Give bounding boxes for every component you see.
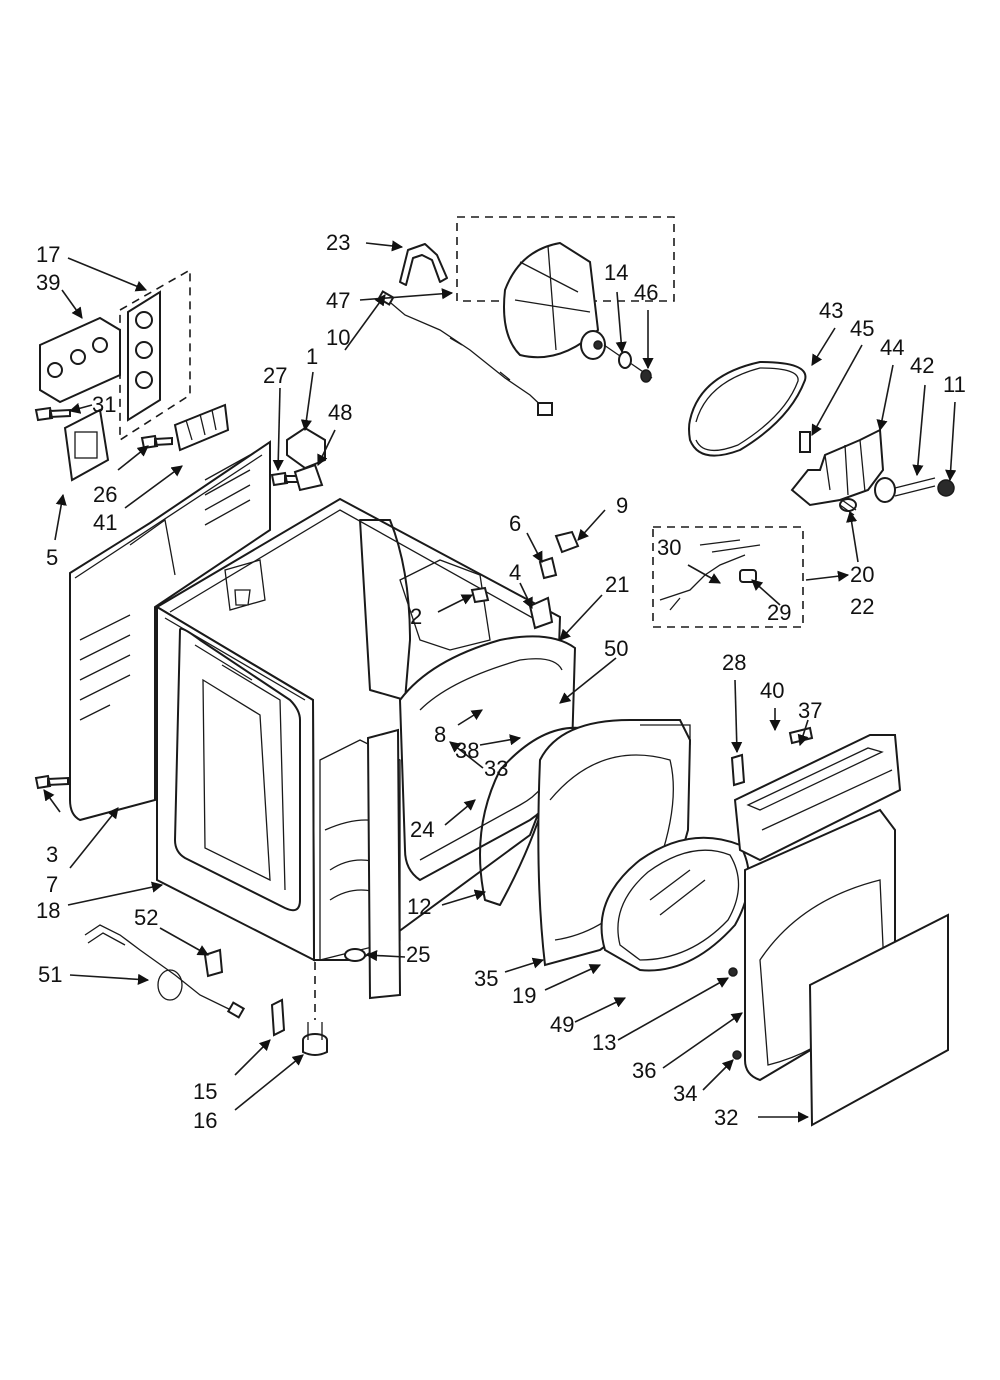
callout-25: 25: [406, 942, 430, 967]
callout-30: 30: [657, 535, 681, 560]
callout-35: 35: [474, 966, 498, 991]
callout-21: 21: [605, 572, 629, 597]
thermistor-bracket: [739, 569, 757, 583]
callout-51: 51: [38, 962, 62, 987]
callout-41: 41: [93, 510, 117, 535]
callout-8: 8: [434, 722, 446, 747]
screw-3: [34, 774, 69, 790]
callout-6: 6: [509, 511, 521, 536]
callout-45: 45: [850, 316, 874, 341]
part-drawings: [34, 216, 955, 1127]
callout-27: 27: [263, 363, 287, 388]
callout-52: 52: [134, 905, 158, 930]
harness-kit-boundary: [652, 526, 804, 628]
callout-29: 29: [767, 600, 791, 625]
callout-18: 18: [36, 898, 60, 923]
front-panel: [537, 719, 692, 967]
callout-22: 22: [850, 594, 874, 619]
control-console: [733, 734, 902, 862]
screw-27: [270, 471, 299, 487]
door-outer: [808, 913, 949, 1127]
motor-washer: [618, 351, 632, 369]
callout-49: 49: [550, 1012, 574, 1037]
callout-47: 47: [326, 288, 350, 313]
callout-42: 42: [910, 353, 934, 378]
callout-4: 4: [509, 560, 521, 585]
callout-28: 28: [722, 650, 746, 675]
callout-31: 31: [92, 392, 116, 417]
screw-26: [140, 434, 173, 450]
part-34: [732, 1050, 742, 1060]
front-post: [366, 728, 402, 1000]
callout-1: 1: [306, 344, 318, 369]
callout-3: 3: [46, 842, 58, 867]
callout-13: 13: [592, 1030, 616, 1055]
callout-2: 2: [410, 604, 422, 629]
callout-9: 9: [616, 493, 628, 518]
part-9: [554, 530, 580, 554]
callout-14: 14: [604, 260, 628, 285]
screw-31: [34, 406, 71, 422]
callout-labels: 1 2 3 4 5 6 7 8 9 10 11 12 13 14 15 16 1…: [36, 230, 966, 1133]
leader-lines: [43, 240, 957, 1123]
callout-38: 38: [455, 738, 479, 763]
callout-50: 50: [604, 636, 628, 661]
callout-36: 36: [632, 1058, 656, 1083]
motor-clamp: [399, 243, 448, 286]
callout-5: 5: [46, 545, 58, 570]
part-28: [730, 753, 746, 787]
motor-nut: [640, 369, 652, 383]
callout-43: 43: [819, 298, 843, 323]
terminal-block-assembly: [39, 268, 230, 482]
callout-33: 33: [484, 756, 508, 781]
part-4: [528, 596, 554, 630]
callout-16: 16: [193, 1108, 217, 1133]
callout-34: 34: [673, 1081, 697, 1106]
part-2: [470, 586, 490, 604]
callout-46: 46: [634, 280, 658, 305]
part-6: [538, 556, 558, 580]
wire-harness: [384, 297, 549, 413]
callout-37: 37: [798, 698, 822, 723]
power-cord: [84, 924, 246, 1019]
callout-10: 10: [326, 325, 350, 350]
callout-39: 39: [36, 270, 60, 295]
bracket-48: [293, 463, 324, 492]
callout-44: 44: [880, 335, 904, 360]
callout-17: 17: [36, 242, 60, 267]
callout-15: 15: [193, 1079, 217, 1104]
leveling-foot: [302, 1022, 328, 1056]
callout-40: 40: [760, 678, 784, 703]
strain-relief: [203, 948, 224, 978]
drive-belt: [688, 361, 807, 457]
callout-20: 20: [850, 562, 874, 587]
callout-12: 12: [407, 894, 431, 919]
callout-11: 11: [943, 372, 966, 397]
callout-7: 7: [46, 872, 58, 897]
callout-24: 24: [410, 817, 434, 842]
callout-19: 19: [512, 983, 536, 1008]
rear-panel: [69, 440, 271, 822]
callout-26: 26: [93, 482, 117, 507]
leveling-bracket: [270, 998, 286, 1037]
callout-32: 32: [714, 1105, 738, 1130]
part-13: [728, 967, 738, 977]
foot-25: [344, 948, 366, 962]
callout-23: 23: [326, 230, 350, 255]
idler-assembly: [790, 428, 955, 516]
callout-48: 48: [328, 400, 352, 425]
